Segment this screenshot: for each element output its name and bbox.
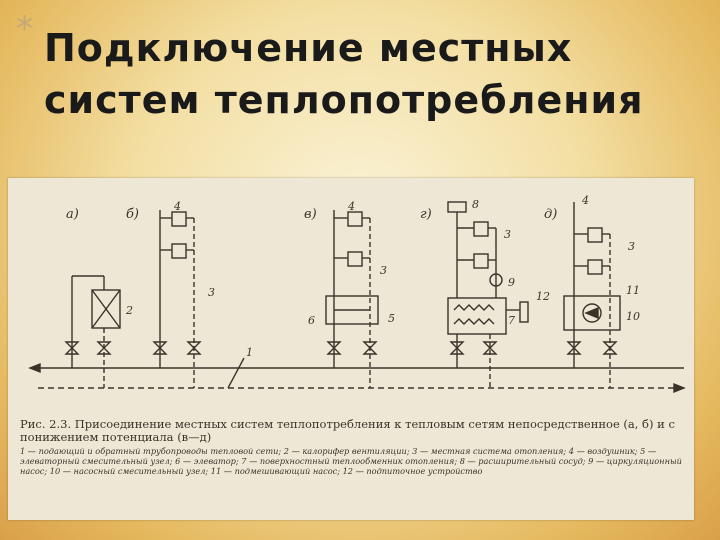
slide-title: Подключение местных систем теплопотребле… [44, 22, 704, 126]
num-3-d: 3 [628, 240, 635, 253]
num-4-d: 4 [581, 194, 589, 207]
scheme-d [563, 202, 621, 388]
bullet-asterisk: * [16, 9, 33, 49]
label-scheme-d: д) [544, 207, 557, 222]
scheme-g [447, 201, 529, 388]
figure-caption: Рис. 2.3. Присоединение местных систем т… [20, 417, 684, 477]
num-9: 9 [508, 276, 515, 289]
num-1: 1 [246, 346, 253, 359]
num-3-v: 3 [380, 264, 387, 277]
num-7: 7 [508, 314, 515, 327]
num-4-b: 4 [173, 200, 181, 213]
scheme-a [64, 275, 121, 388]
label-scheme-a: а) [66, 207, 79, 222]
num-8: 8 [472, 198, 479, 211]
scheme-b [152, 210, 202, 388]
supply-arrow [28, 362, 41, 374]
num-3-g: 3 [504, 228, 511, 241]
caption-main: Рис. 2.3. Присоединение местных систем т… [20, 417, 675, 444]
num-12: 12 [536, 290, 550, 303]
label-scheme-v: в) [304, 207, 317, 222]
num-6: 6 [308, 314, 315, 327]
num-10: 10 [626, 310, 640, 323]
num-5: 5 [388, 312, 395, 325]
title-line-1: Подключение местных [44, 26, 573, 70]
leader-1 [227, 357, 245, 389]
num-11: 11 [626, 284, 640, 297]
return-arrow [673, 382, 686, 394]
num-4-v: 4 [347, 200, 355, 213]
heating-connection-diagram: а) б) в) г) д) 1 2 3 3 3 3 4 4 4 5 6 7 8… [28, 194, 686, 394]
num-3-b: 3 [208, 286, 215, 299]
label-scheme-b: б) [126, 207, 139, 222]
num-2: 2 [125, 304, 133, 317]
caption-legend: 1 — подающий и обратный трубопроводы теп… [20, 446, 682, 476]
title-line-2: систем теплопотребления [44, 78, 644, 122]
scheme-figure: а) б) в) г) д) 1 2 3 3 3 3 4 4 4 5 6 7 8… [8, 178, 694, 520]
label-scheme-g: г) [420, 207, 432, 222]
scheme-v [325, 210, 379, 388]
